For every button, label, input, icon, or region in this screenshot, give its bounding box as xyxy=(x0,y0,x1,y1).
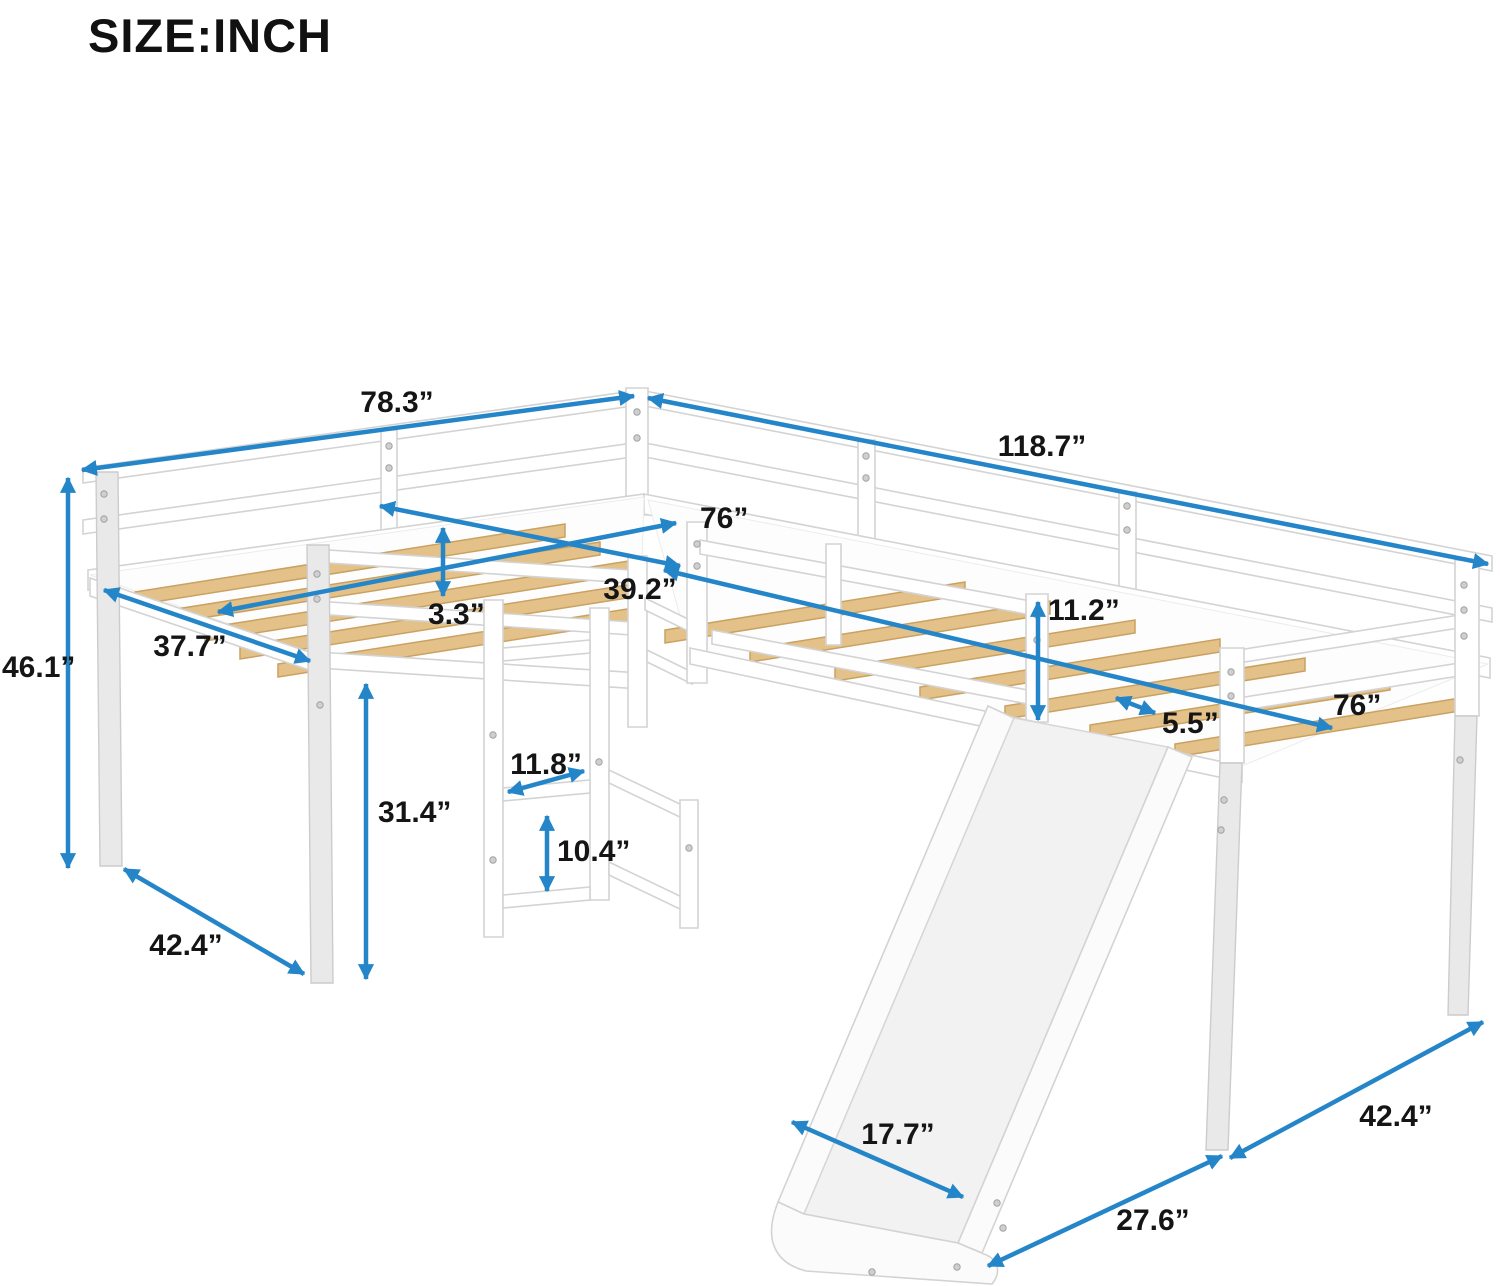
dim-label-11-2: 11.2” xyxy=(1048,594,1120,627)
dim-label-3-3: 3.3” xyxy=(428,598,485,631)
screw xyxy=(633,434,641,442)
screw xyxy=(685,844,693,852)
screw xyxy=(1227,692,1235,700)
screw xyxy=(313,595,321,603)
dim-arrow-76-right xyxy=(662,565,1334,733)
dim-46-1: 46.1” xyxy=(2,476,77,870)
screw xyxy=(993,1199,1001,1207)
ladder-rung xyxy=(502,639,591,662)
screw xyxy=(693,562,701,570)
screw xyxy=(1123,526,1131,534)
dimension-annotations: 78.3” 118.7” 76” 39.2” 3.3” 11.2” 37.7” xyxy=(2,386,1490,1269)
screw xyxy=(1220,796,1228,804)
dim-label-76-left: 76” xyxy=(700,502,748,535)
dim-78-3: 78.3” xyxy=(80,386,636,477)
dim-11-8: 11.8” xyxy=(506,748,586,796)
slide-surface xyxy=(803,717,1169,1244)
leg-foot-front xyxy=(1205,762,1243,1151)
screw xyxy=(385,464,393,472)
screw xyxy=(489,856,497,864)
screw xyxy=(1456,756,1464,764)
screw xyxy=(999,1224,1007,1232)
dim-label-78-3: 78.3” xyxy=(360,386,433,419)
screw xyxy=(1460,581,1468,589)
screw xyxy=(1460,632,1468,640)
screw xyxy=(100,515,108,523)
dim-label-31-4: 31.4” xyxy=(378,796,451,829)
dim-label-46-1: 46.1” xyxy=(2,651,75,684)
screw xyxy=(633,408,641,416)
leg-far-right xyxy=(1447,715,1478,1016)
dim-17-7: 17.7” xyxy=(790,1118,965,1200)
dim-label-42-4-left: 42.4” xyxy=(149,929,222,962)
slide xyxy=(770,704,1194,1285)
slide-bottom-lip xyxy=(770,1200,999,1285)
dim-label-10-4: 10.4” xyxy=(557,835,630,868)
screw xyxy=(953,1263,961,1271)
dim-arrow-27-6 xyxy=(986,1153,1224,1269)
dim-label-76-right: 76” xyxy=(1333,689,1381,722)
dim-arrow-39-2 xyxy=(378,500,682,572)
ladder-wing-post xyxy=(679,799,699,929)
screw xyxy=(100,490,108,498)
dim-label-37-7: 37.7” xyxy=(153,630,226,663)
screw xyxy=(1460,606,1468,614)
dim-arrow-42-4-left xyxy=(122,867,306,976)
screw xyxy=(313,570,321,578)
screw xyxy=(868,1268,876,1276)
dim-label-17-7: 17.7” xyxy=(861,1118,934,1151)
dim-label-27-6: 27.6” xyxy=(1116,1204,1189,1237)
dim-arrow-17-7 xyxy=(790,1119,965,1200)
dim-37-7: 37.7” xyxy=(102,587,312,664)
dim-3-3: 3.3” xyxy=(428,526,485,631)
dim-arrow-11-8 xyxy=(506,767,586,796)
screw xyxy=(385,442,393,450)
dim-arrow-42-4-right xyxy=(1228,1020,1485,1160)
ladder xyxy=(483,599,699,938)
dim-10-4: 10.4” xyxy=(538,814,630,893)
dim-31-4: 31.4” xyxy=(357,682,451,981)
dim-arrow-37-7 xyxy=(102,587,312,664)
dim-label-118-7: 118.7” xyxy=(998,430,1086,463)
screw xyxy=(1123,502,1131,510)
screw xyxy=(862,452,870,460)
screw xyxy=(1217,826,1225,834)
dim-118-7: 118.7” xyxy=(646,392,1490,570)
dim-42-4-right: 42.4” xyxy=(1228,1020,1485,1160)
leg-front-left xyxy=(306,544,334,984)
ladder-rung xyxy=(502,886,591,909)
ladder-wing-rail xyxy=(608,768,685,821)
screw xyxy=(693,540,701,548)
dim-arrow-78-3 xyxy=(80,389,636,477)
leg-back-left xyxy=(95,471,123,867)
dim-label-42-4-right: 42.4” xyxy=(1359,1100,1432,1133)
screw xyxy=(862,474,870,482)
screw xyxy=(316,701,324,709)
rail xyxy=(646,648,693,686)
dim-arrow-118-7 xyxy=(646,392,1490,570)
dim-42-4-left: 42.4” xyxy=(122,867,306,976)
post xyxy=(825,543,842,646)
dim-label-5-5: 5.5” xyxy=(1162,707,1219,740)
screw xyxy=(1227,668,1235,676)
ladder-wing-rail xyxy=(608,860,685,913)
screw xyxy=(595,758,603,766)
legs xyxy=(95,471,1478,1151)
dim-27-6: 27.6” xyxy=(986,1153,1224,1269)
dim-label-11-8: 11.8” xyxy=(510,748,582,781)
dim-76-right-bed: 76” xyxy=(662,565,1381,733)
dim-label-39-2: 39.2” xyxy=(603,573,676,606)
page-title: SIZE:INCH xyxy=(88,9,332,62)
screw xyxy=(489,731,497,739)
ladder-post xyxy=(483,599,504,938)
